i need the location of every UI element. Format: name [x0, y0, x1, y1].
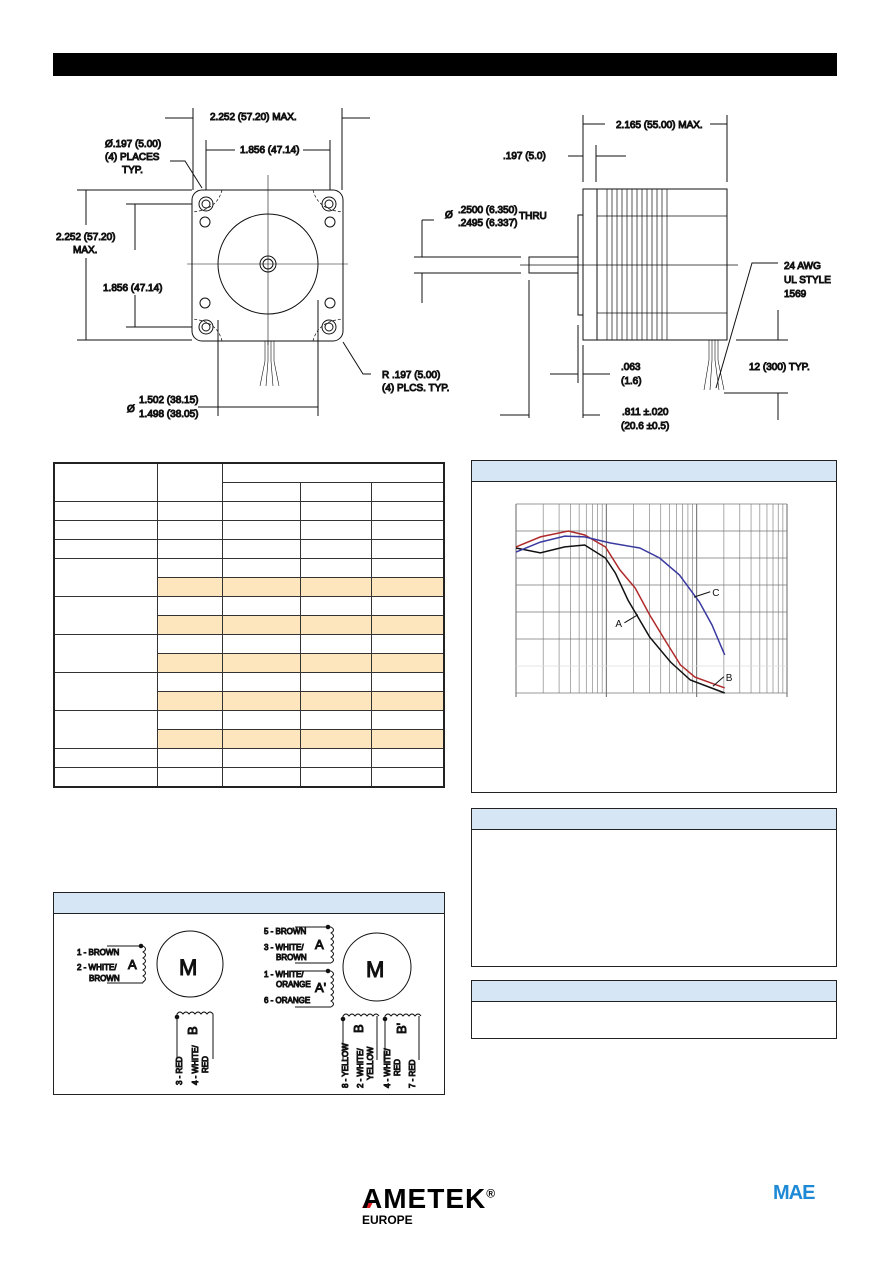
dim-pilot: 1.502 (38.15) [139, 395, 199, 406]
dim-shaft-length-2: (20.6 ±0.5) [621, 421, 669, 432]
dim-shaft: .2500 (6.350) [458, 205, 518, 216]
wire-label: 1 - BROWN [77, 948, 119, 957]
dim-shaft-symbol: Ø [445, 210, 453, 221]
ametek-logo-mark [362, 1202, 373, 1208]
registered-mark: ® [486, 1186, 497, 1201]
wire-label: 3 - RED [175, 1056, 184, 1085]
dim-hole-spacing-v: 1.856 (47.14) [103, 283, 163, 294]
dim-length: 2.165 (55.00) MAX. [616, 120, 703, 131]
dim-radius: R .197 (5.00) [382, 370, 440, 381]
label-leader [693, 591, 711, 598]
ametek-logo: AMETEK® [362, 1183, 496, 1215]
front-view-drawing: 2.252 (57.20) MAX. 1.856 (47.14) Ø.197 (… [56, 108, 450, 421]
table-row [53, 767, 445, 788]
wire-label: ORANGE [276, 980, 311, 989]
info-panel [471, 808, 837, 967]
motor-symbol: M [366, 957, 384, 982]
motor-symbol: M [179, 955, 197, 980]
table-header-row [53, 462, 445, 502]
coil-b2-label: B' [394, 1023, 409, 1034]
table-row [54, 577, 445, 597]
wire-label: 6 - ORANGE [264, 996, 310, 1005]
table-row [54, 729, 445, 749]
table-row [53, 634, 445, 673]
wiring-panel [53, 892, 445, 1095]
torque-speed-chart: A C B [515, 503, 788, 697]
wire-spec-3: 1569 [784, 289, 807, 300]
brand-name: AMETEK [362, 1183, 487, 1214]
table-row [53, 558, 445, 597]
table-row [54, 615, 445, 635]
wire-spec-2: UL STYLE [784, 275, 831, 286]
wire-label: 2 - WHITE/ [356, 1048, 365, 1088]
dim-pilot-depth-2: (1.6) [621, 376, 642, 387]
series-line-b [515, 530, 725, 689]
wire-label: 5 - BROWN [264, 927, 306, 936]
label-leader [712, 676, 725, 687]
series-label-b: B [726, 673, 733, 684]
wire-label: 3 - WHITE/ [264, 943, 304, 952]
table-row [53, 501, 445, 521]
series-label-c: C [712, 588, 719, 599]
coil-b-label: B [351, 1024, 366, 1033]
wire-label: YELLOW [366, 1046, 375, 1080]
mae-logo: MAE [773, 1182, 815, 1204]
region-label: EUROPE [362, 1213, 413, 1227]
wiring-diagram: M A 1 - BROWN 2 - WHITE/ BROWN B 3 - RED… [77, 924, 422, 1089]
series-label-a: A [615, 619, 622, 630]
dim-shaft-2: .2495 (6.337) [458, 218, 518, 229]
panel-header [472, 461, 836, 482]
wire-label: 2 - WHITE/ [77, 963, 117, 972]
table-row [53, 672, 445, 711]
dim-hole-dia-3: TYP. [122, 165, 143, 176]
series-line-c [515, 535, 726, 656]
label-leader [624, 614, 639, 624]
dim-shaft-thru: THRU [519, 211, 547, 222]
panel-header [472, 809, 836, 830]
table-row [53, 520, 445, 540]
table-row [53, 539, 445, 559]
wire-label: 8 - YELLOW [341, 1043, 350, 1088]
wire-label: RED [201, 1056, 210, 1073]
dim-overall-width: 2.252 (57.20) MAX. [210, 112, 297, 123]
table-row [53, 748, 445, 768]
spec-table [53, 462, 445, 788]
dim-overall-height: 2.252 (57.20) [56, 232, 116, 243]
dim-pilot-2: 1.498 (38.05) [139, 409, 199, 420]
dim-lead-length: 12 (300) TYP. [749, 362, 810, 373]
side-view-drawing: 2.165 (55.00) MAX. .197 (5.0) Ø .2500 (6… [414, 115, 832, 433]
torque-chart-panel [471, 460, 837, 793]
wire-label: 4 - WHITE/ [191, 1045, 200, 1085]
dim-shaft-length: .811 ±.020 [622, 407, 669, 418]
table-row [53, 710, 445, 749]
dim-hole-dia: Ø.197 (5.00) [105, 139, 161, 150]
dim-hole-dia-2: (4) PLACES [105, 152, 160, 163]
table-row [53, 596, 445, 635]
wire-label: 4 - WHITE/ [383, 1048, 392, 1088]
coil-a-label: A [128, 957, 137, 972]
wire-label: 7 - RED [408, 1059, 417, 1088]
coil-a2-label: A' [315, 980, 326, 995]
title-bar [53, 53, 837, 76]
dim-pilot-depth: .063 [621, 362, 641, 373]
series-line-a [515, 544, 725, 694]
dim-hole-spacing-h: 1.856 (47.14) [240, 145, 300, 156]
wire-spec: 24 AWG [784, 261, 821, 272]
wire-label: BROWN [89, 974, 120, 983]
dim-radius-2: (4) PLCS. TYP. [382, 383, 449, 394]
dim-pilot-symbol: Ø [127, 404, 135, 415]
dim-overall-height-2: MAX. [73, 245, 97, 256]
coil-a-label: A [315, 937, 324, 952]
table-row [54, 653, 445, 673]
panel-header [54, 893, 444, 914]
wire-label: 1 - WHITE/ [264, 970, 304, 979]
coil-b-label: B [185, 1026, 200, 1035]
wire-label: RED [393, 1059, 402, 1076]
panel-header [472, 981, 836, 1002]
dim-flange: .197 (5.0) [503, 151, 546, 162]
wire-label: BROWN [276, 953, 307, 962]
info-panel-2 [471, 980, 837, 1039]
